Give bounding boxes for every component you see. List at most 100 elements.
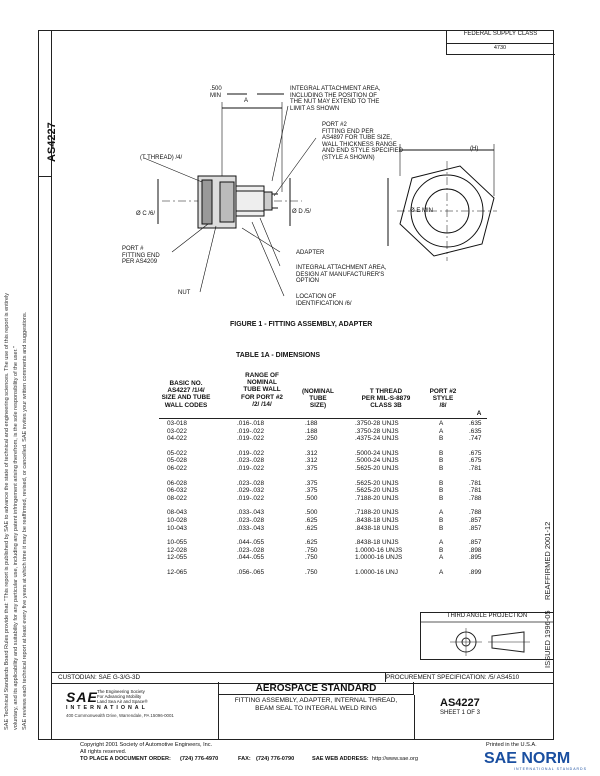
footer-printed: Printed in the U.S.A.: [486, 742, 537, 748]
table-cell: .747: [469, 435, 482, 443]
dim-e-label: Ø E MIN: [410, 208, 434, 214]
table-cell: .023-.028: [237, 457, 265, 465]
federal-supply-code: 4730: [493, 45, 507, 51]
table-cell: A: [439, 569, 444, 576]
table-cell: B: [439, 435, 444, 443]
table-cell: .033-.043: [237, 524, 265, 532]
table-cell: 06-022: [167, 465, 187, 472]
table-cell: .5625-20 UNJS: [355, 479, 399, 487]
table-cell: .3750-28 UNJS: [355, 420, 399, 427]
table-cell: .781: [469, 479, 482, 487]
title-divider-left: [218, 695, 219, 740]
table-cell: B: [439, 487, 444, 495]
table-cell: 04-022: [167, 435, 187, 443]
third-angle-box: [420, 612, 554, 660]
footer-fax: (724) 776-0790: [256, 756, 295, 762]
table-cell: .857: [469, 539, 482, 547]
integral-area-label: INTEGRAL ATTACHMENT AREA, INCLUDING THE …: [290, 86, 381, 112]
table-cell: .5625-20 UNJS: [355, 487, 399, 495]
table-cell: .781: [469, 487, 482, 495]
table-cell: B: [439, 465, 444, 472]
table-cell: .188: [305, 427, 318, 435]
sae-subtitle: The Engineering Society For Advancing Mo…: [97, 689, 148, 704]
legal-line-1: SAE Technical Standards Board Rules prov…: [4, 292, 10, 730]
table-cell: .788: [469, 494, 482, 502]
table-cell: 1.0000-16 UNJ: [355, 569, 398, 576]
footer-fax-label: FAX:: [238, 756, 251, 762]
table-cell: .375: [305, 465, 318, 472]
table-cell: .675: [469, 457, 482, 465]
table-cell: .019-.022: [237, 494, 265, 502]
table-cell: .312: [305, 449, 318, 457]
third-angle-title: THIRD ANGLE PROJECTION: [446, 613, 528, 619]
table-cell: .029-.032: [237, 487, 265, 495]
table-cell: .500: [305, 509, 318, 517]
dim-c-label: Ø C /6/: [136, 211, 156, 217]
table-cell: .023-.028: [237, 546, 265, 554]
table-cell: A: [439, 420, 444, 427]
table-cell: .635: [469, 420, 482, 427]
table-cell: .7188-20 UNJS: [355, 494, 399, 502]
table-title: TABLE 1A - DIMENSIONS: [236, 352, 321, 359]
table-cell: .635: [469, 427, 482, 435]
dim-500-label: .500 MIN: [210, 86, 222, 99]
location-label: LOCATION OF IDENTIFICATION /6/: [296, 294, 352, 307]
document-title: FITTING ASSEMBLY, ADAPTER, INTERNAL THRE…: [234, 697, 398, 712]
aerospace-standard: AEROSPACE STANDARD: [218, 682, 414, 695]
table-cell: .625: [305, 539, 318, 547]
table-cell: .895: [469, 554, 482, 562]
fitting-drawing: [143, 93, 497, 297]
dim-h-label: (H): [470, 146, 479, 152]
table-cell: 08-043: [167, 509, 187, 517]
table-cell: B: [439, 449, 444, 457]
footer-order: TO PLACE A DOCUMENT ORDER:: [80, 756, 171, 762]
legal-line-2: voluntary, and its applicability and sui…: [13, 346, 19, 730]
table-cell: 10-028: [167, 517, 187, 524]
table-cell: B: [439, 457, 444, 465]
table-cell: .033-.043: [237, 509, 265, 517]
table-cell: .500: [305, 494, 318, 502]
federal-supply-label: FEDERAL SUPPLY CLASS: [446, 30, 554, 44]
table-cell: .188: [305, 420, 318, 427]
table-cell: .857: [469, 517, 482, 524]
integral-design-label: INTEGRAL ATTACHMENT AREA, DESIGN AT MANU…: [296, 265, 387, 284]
table-cell: 03-018: [167, 420, 187, 427]
dimensions-table: BASIC NO. AS4227 /1/4/ SIZE AND TUBE WAL…: [155, 372, 495, 602]
sae-norm-sub: INTERNATIONAL STANDARDS: [514, 767, 587, 771]
doc-number-box: [39, 108, 51, 177]
table-cell: .625: [305, 524, 318, 532]
table-cell: .056-.065: [237, 569, 265, 576]
table-cell: .5000-24 UNJS: [355, 457, 399, 465]
table-cell: .016-.018: [237, 420, 265, 427]
table-cell: .312: [305, 457, 318, 465]
table-cell: 10-055: [167, 539, 187, 547]
header-rule: [159, 418, 487, 419]
procurement-spec: PROCUREMENT SPECIFICATION: /5/ AS4510: [386, 674, 520, 681]
dim-d-label: Ø D /5/: [292, 209, 312, 215]
table-cell: .5000-24 UNJS: [355, 449, 399, 457]
col-header-tube-wall: RANGE OF NOMINAL TUBE WALL FOR PORT #2 /…: [241, 372, 283, 408]
table-cell: 12-065: [167, 569, 187, 576]
table-cell: .8438-18 UNJS: [355, 524, 399, 532]
third-angle-symbol: [420, 621, 554, 656]
footer-copyright: Copyright 2001 Society of Automotive Eng…: [80, 742, 213, 748]
table-cell: .023-.028: [237, 479, 265, 487]
table-cell: 12-028: [167, 546, 187, 554]
title-divider-right: [414, 695, 415, 740]
table-cell: 1.0000-16 UNJS: [355, 554, 403, 562]
table-cell: 08-022: [167, 494, 187, 502]
table-cell: .019-.022: [237, 465, 265, 472]
table-cell: .4375-24 UNJS: [355, 435, 399, 443]
table-cell: A: [439, 539, 444, 547]
footer-web[interactable]: http://www.sae.org: [372, 756, 419, 762]
table-cell: .750: [305, 569, 318, 576]
table-cell: B: [439, 517, 444, 524]
figure-caption: FIGURE 1 - FITTING ASSEMBLY, ADAPTER: [230, 321, 373, 328]
table-cell: .019-.022: [237, 427, 265, 435]
issued-note: ISSUED 1996-05: [543, 610, 552, 668]
sae-international: INTERNATIONAL: [66, 705, 148, 711]
table-cell: .5625-20 UNJS: [355, 465, 399, 472]
col-header-nominal-tube: (NOMINAL TUBE SIZE): [302, 388, 334, 410]
custodian-row: CUSTODIAN: SAE G-3/G-3D PROCUREMENT SPEC…: [52, 672, 554, 684]
port1-label: PORT # FITTING END PER AS4209: [122, 246, 160, 265]
